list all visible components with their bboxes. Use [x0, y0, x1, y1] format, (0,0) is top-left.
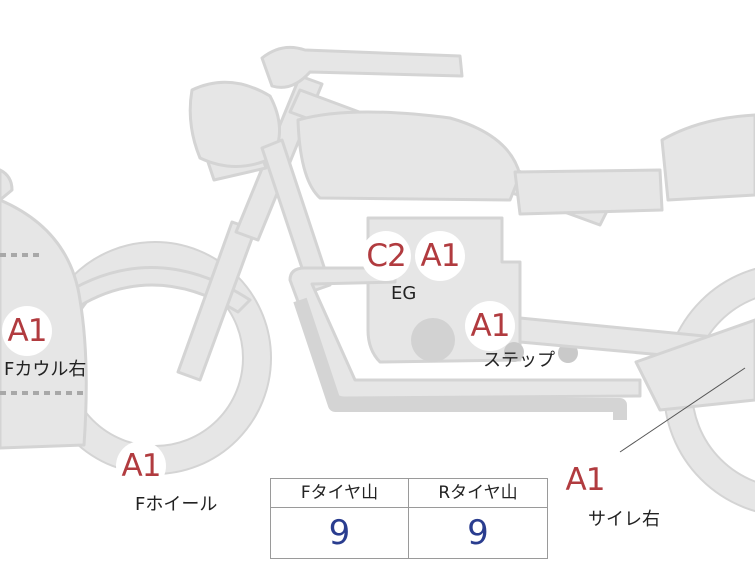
- label-fwheel: Fホイール: [135, 494, 218, 515]
- front-tire-value: 9: [271, 508, 409, 558]
- label-silencer-right: サイレ右: [588, 509, 660, 530]
- rear-tire-value: 9: [467, 513, 489, 553]
- label-engine: EG: [391, 283, 417, 304]
- damage-marker-fwheel: A1: [116, 441, 166, 491]
- silencer: [634, 318, 755, 412]
- damage-marker-step: A1: [465, 301, 515, 351]
- fuel-tank: [296, 110, 522, 202]
- damage-marker-fcowl: A1: [2, 306, 52, 356]
- rear-tire-header: Rタイヤ山: [409, 479, 547, 508]
- front-fender: [53, 266, 252, 314]
- label-step: ステップ: [483, 350, 555, 371]
- damage-marker-engine-a1: A1: [415, 231, 465, 281]
- damage-marker-engine-c2: C2: [361, 231, 411, 281]
- tire-tread-table: Fタイヤ山 Rタイヤ山 9 9: [270, 478, 548, 559]
- handlebar: [260, 45, 464, 89]
- silencer-leader-line: [619, 367, 746, 453]
- seat: [660, 113, 755, 202]
- front-cowl: [0, 168, 14, 202]
- damage-marker-silencer: A1: [560, 455, 610, 505]
- front-tire-header: Fタイヤ山: [271, 479, 409, 508]
- label-fcowl-right: Fカウル右: [4, 359, 87, 380]
